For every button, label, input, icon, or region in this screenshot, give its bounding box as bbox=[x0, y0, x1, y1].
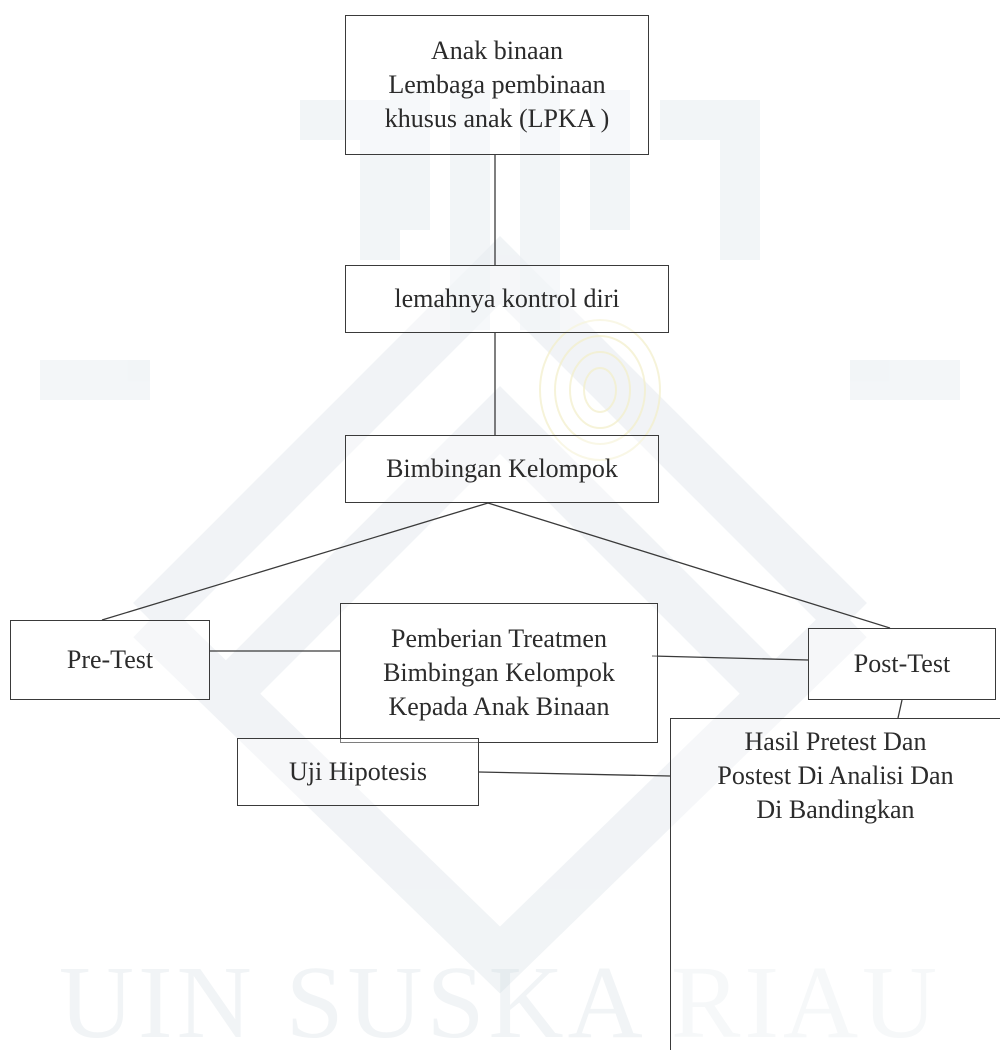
node-hasil-pretest-postest-text: Hasil Pretest Dan Postest Di Analisi Dan… bbox=[717, 725, 953, 827]
node-pemberian-treatmen-text: Pemberian Treatmen Bimbingan Kelompok Ke… bbox=[383, 622, 615, 724]
watermark-pillars bbox=[390, 90, 630, 330]
node-anak-binaan-lpka: Anak binaan Lembaga pembinaan khusus ana… bbox=[345, 15, 649, 155]
node-bimbingan-kelompok: Bimbingan Kelompok bbox=[345, 435, 659, 503]
watermark-arms bbox=[300, 100, 760, 260]
node-line: Di Bandingkan bbox=[756, 795, 915, 824]
watermark-chevron-bottom bbox=[133, 602, 867, 994]
watermark-center-emblem bbox=[539, 319, 661, 461]
node-pemberian-treatmen: Pemberian Treatmen Bimbingan Kelompok Ke… bbox=[340, 603, 658, 743]
node-line: Bimbingan Kelompok bbox=[383, 658, 615, 687]
connector-bimbingan-to-posttest bbox=[487, 502, 891, 629]
node-line: Post-Test bbox=[853, 649, 951, 678]
connector-uji-to-hasil bbox=[478, 771, 671, 777]
node-hasil-pretest-postest: Hasil Pretest Dan Postest Di Analisi Dan… bbox=[670, 718, 1000, 1050]
node-uji-hipotesis: Uji Hipotesis bbox=[237, 738, 479, 806]
node-line: Pemberian Treatmen bbox=[391, 624, 607, 653]
node-line: Hasil Pretest Dan bbox=[744, 727, 927, 756]
node-anak-binaan-lpka-text: Anak binaan Lembaga pembinaan khusus ana… bbox=[385, 34, 610, 136]
node-line: khusus anak (LPKA ) bbox=[384, 104, 610, 133]
connector-posttest-to-hasil bbox=[897, 699, 903, 719]
watermark-chevron-lower bbox=[203, 386, 797, 717]
connector-treatmen-to-posttest bbox=[651, 655, 809, 661]
watermark-chevron-upper bbox=[133, 236, 867, 637]
node-line: Pre-Test bbox=[66, 645, 154, 674]
node-pre-test: Pre-Test bbox=[10, 620, 210, 700]
node-line: Anak binaan bbox=[430, 36, 564, 65]
node-post-test: Post-Test bbox=[808, 628, 996, 700]
node-line: Kepada Anak Binaan bbox=[388, 692, 610, 721]
connector-bimbingan-to-pretest bbox=[101, 502, 489, 621]
node-line: lemahnya kontrol diri bbox=[394, 284, 620, 313]
node-line: Bimbingan Kelompok bbox=[386, 454, 618, 483]
node-line: Uji Hipotesis bbox=[289, 757, 427, 786]
node-line: Postest Di Analisi Dan bbox=[717, 761, 954, 790]
node-lemahnya-kontrol-diri: lemahnya kontrol diri bbox=[345, 265, 669, 333]
node-line: Lembaga pembinaan bbox=[388, 70, 606, 99]
watermark-text: UIN SUSKA RIAU bbox=[58, 945, 942, 1060]
